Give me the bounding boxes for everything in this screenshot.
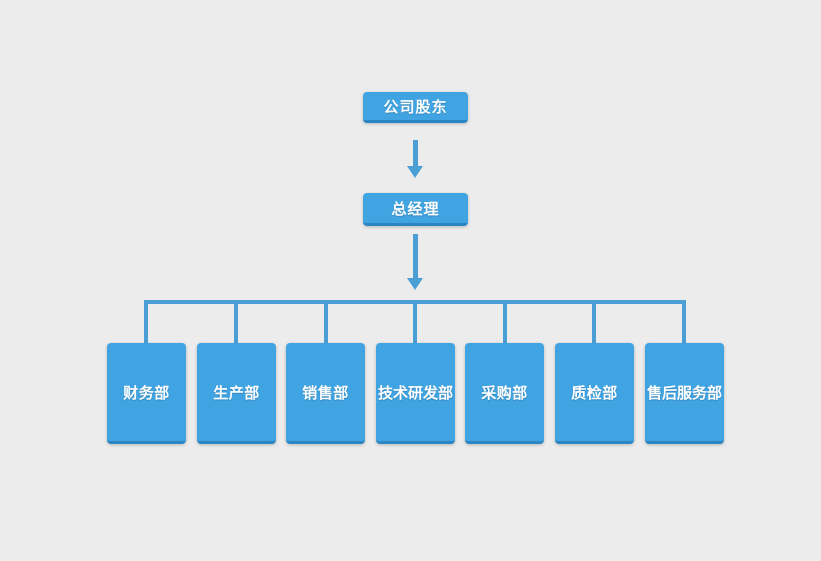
node-general-manager[interactable]: 总经理 bbox=[363, 193, 468, 226]
arrow-shaft bbox=[412, 234, 418, 278]
node-qc-dept[interactable]: 质检部 bbox=[555, 343, 634, 444]
node-company-shareholders[interactable]: 公司股东 bbox=[363, 92, 468, 123]
down-arrow-manager-to-departments bbox=[407, 234, 423, 290]
connector-drop-sales bbox=[324, 300, 328, 343]
node-sales-dept[interactable]: 销售部 bbox=[286, 343, 365, 444]
arrow-head-down-icon bbox=[407, 278, 423, 290]
node-finance-dept[interactable]: 财务部 bbox=[107, 343, 186, 444]
connector-drop-finance bbox=[144, 300, 148, 343]
connector-drop-qc bbox=[592, 300, 596, 343]
connector-drop-rd bbox=[413, 300, 417, 343]
connector-drop-purchasing bbox=[503, 300, 507, 343]
connector-drop-after-sales bbox=[682, 300, 686, 343]
node-production-dept[interactable]: 生产部 bbox=[197, 343, 276, 444]
down-arrow-root-to-manager bbox=[407, 140, 423, 178]
arrow-shaft bbox=[412, 140, 418, 166]
connector-drop-production bbox=[234, 300, 238, 343]
arrow-head-down-icon bbox=[407, 166, 423, 178]
node-purchasing-dept[interactable]: 采购部 bbox=[465, 343, 544, 444]
node-rd-dept[interactable]: 技术研发部 bbox=[376, 343, 455, 444]
node-after-sales-dept[interactable]: 售后服务部 bbox=[645, 343, 724, 444]
